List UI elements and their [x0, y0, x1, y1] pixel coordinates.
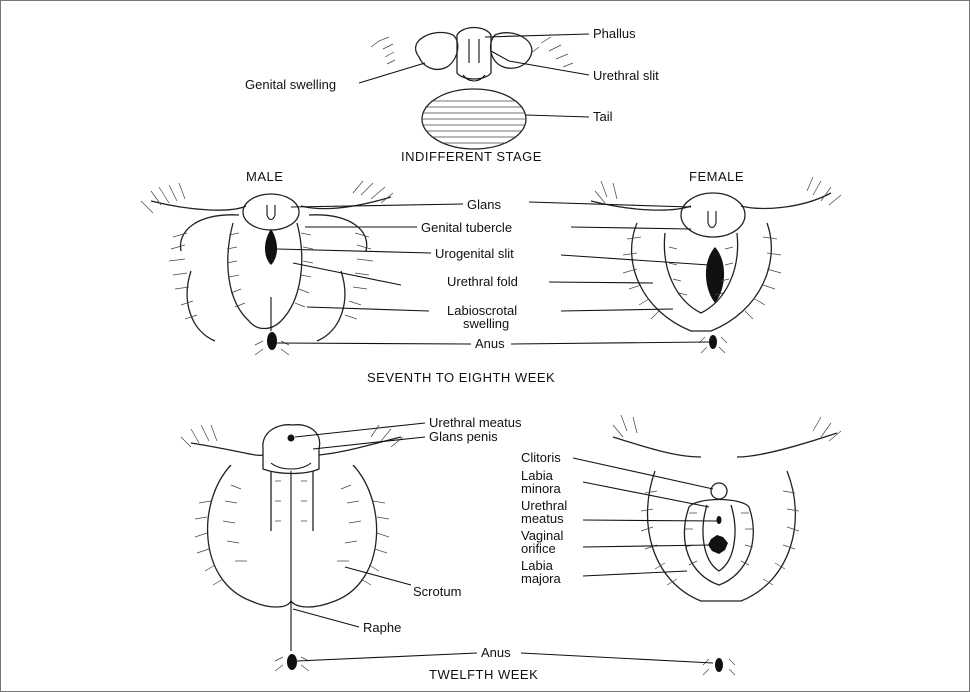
label-anus-7-8: Anus	[475, 336, 505, 351]
label-labia-minora-line2: minora	[521, 481, 562, 496]
label-urethral-slit: Urethral slit	[593, 68, 659, 83]
label-labioscrotal-line2: swelling	[463, 316, 509, 331]
label-genital-tubercle: Genital tubercle	[421, 220, 512, 235]
label-glans-penis: Glans penis	[429, 429, 498, 444]
label-urethral-fold: Urethral fold	[447, 274, 518, 289]
leader-lines-12	[293, 423, 717, 663]
heading-female: FEMALE	[689, 169, 744, 184]
female-12-week-figure	[613, 415, 841, 675]
label-scrotum: Scrotum	[413, 584, 461, 599]
label-urethral-meatus-male: Urethral meatus	[429, 415, 522, 430]
label-anus-12: Anus	[481, 645, 511, 660]
heading-male: MALE	[246, 169, 283, 184]
title-seventh-to-eighth-week: SEVENTH TO EIGHTH WEEK	[367, 370, 555, 385]
title-indifferent-stage: INDIFFERENT STAGE	[401, 149, 542, 164]
male-7-8-week-figure	[141, 181, 393, 355]
label-urethral-meatus-female-line2: meatus	[521, 511, 564, 526]
female-7-8-week-figure	[591, 177, 841, 353]
label-glans: Glans	[467, 197, 501, 212]
label-tail: Tail	[593, 109, 613, 124]
label-phallus: Phallus	[593, 26, 636, 41]
label-clitoris: Clitoris	[521, 450, 561, 465]
label-genital-swelling: Genital swelling	[245, 77, 336, 92]
indifferent-stage-figure	[359, 28, 589, 150]
label-urogenital-slit: Urogenital slit	[435, 246, 514, 261]
label-raphe: Raphe	[363, 620, 401, 635]
title-twelfth-week: TWELFTH WEEK	[429, 667, 538, 682]
label-vaginal-orifice-line2: orifice	[521, 541, 556, 556]
label-labia-majora-line2: majora	[521, 571, 562, 586]
